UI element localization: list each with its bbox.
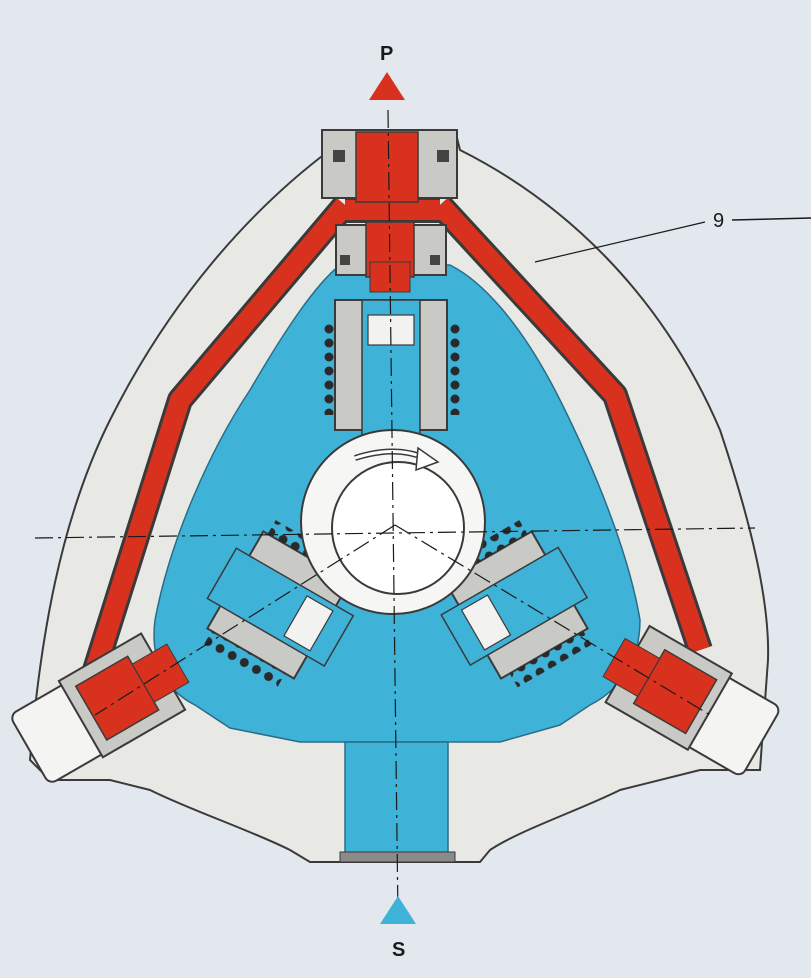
suction-port-label: S [392, 939, 406, 961]
top-outlet-fitting [321, 129, 458, 293]
pressure-channels [82, 196, 713, 674]
left-outlet-fitting [11, 632, 190, 783]
piston-right [440, 520, 592, 688]
part-callout-label: 9 [713, 210, 725, 232]
center-lines [34, 109, 756, 919]
callout-tail-line [731, 217, 811, 221]
pressure-port-label: P [380, 43, 394, 65]
pressure-port-arrow-icon [369, 72, 405, 100]
suction-port-arrow-icon [380, 896, 416, 924]
callout-leader-line [534, 221, 706, 263]
right-outlet-fitting [602, 624, 780, 776]
